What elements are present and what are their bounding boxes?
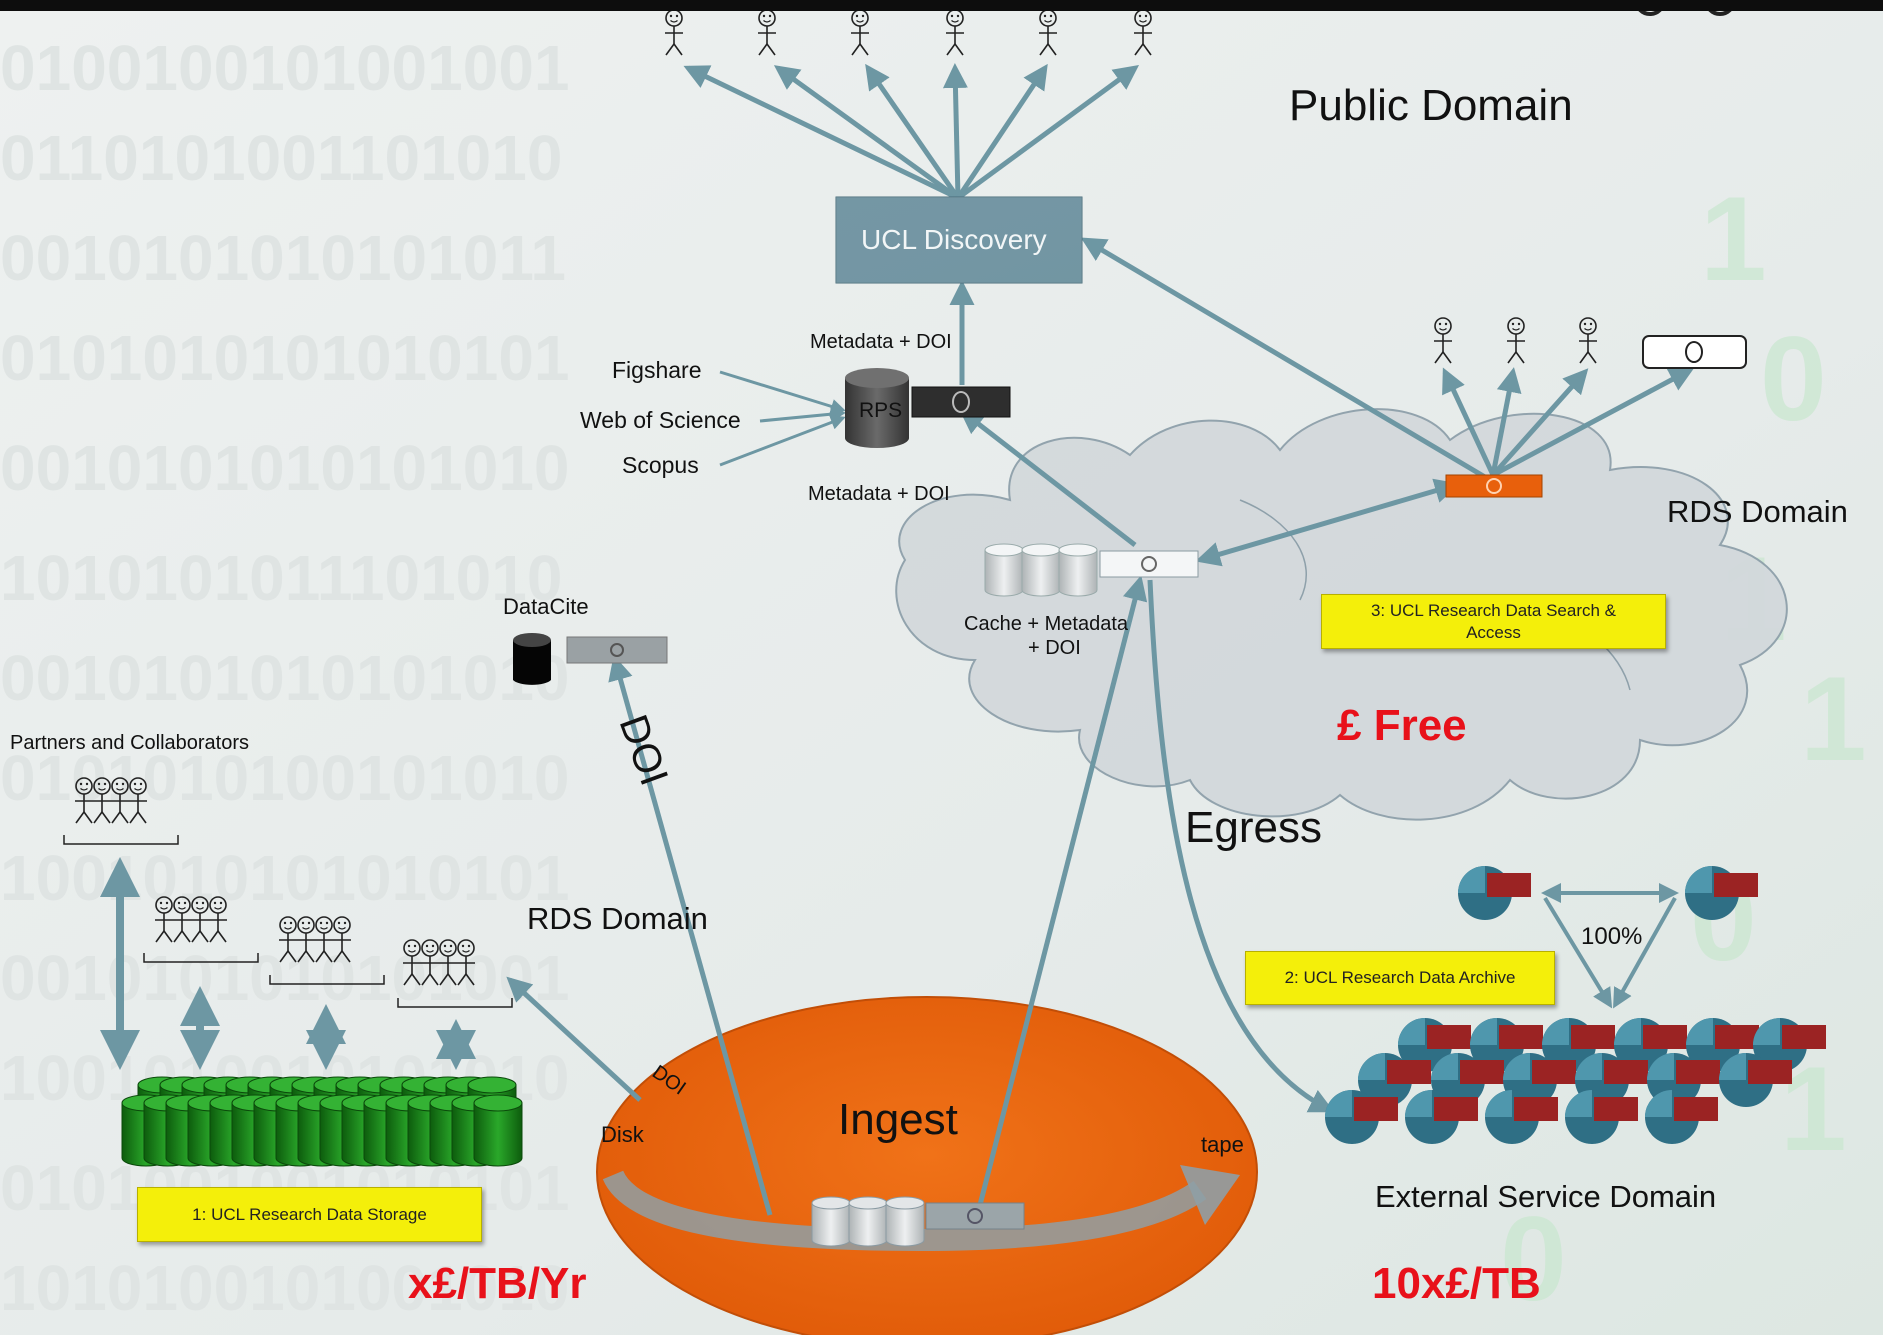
cache-server-node-icon (1099, 550, 1199, 578)
cache-label-line1: Cache + Metadata (964, 613, 1128, 635)
archive-label: 2: UCL Research Data Archive (1284, 968, 1516, 988)
egress-label: Egress (1185, 803, 1322, 852)
storage-label: 1: UCL Research Data Storage (192, 1204, 427, 1224)
rps-database-icon (845, 368, 909, 448)
top-bar (0, 0, 1883, 11)
svg-text:0010101010101010: 0010101010101010 (0, 642, 570, 714)
cache-database-icon (984, 543, 1098, 597)
ingest-server-node-icon (925, 1202, 1025, 1230)
search-access-label-line1: 3: UCL Research Data Search & (1370, 601, 1617, 621)
ucl-discovery-label: UCL Discovery (861, 224, 1047, 255)
figshare-label: Figshare (612, 357, 702, 383)
svg-text:0110101001101010: 0110101001101010 (0, 122, 562, 194)
search-access-terminal-icon (1642, 335, 1747, 369)
storage-access-arrows (100, 857, 476, 1070)
svg-text:0101010101010101: 0101010101010101 (0, 322, 570, 394)
search-access-label-line2: Access (1466, 622, 1521, 642)
scopus-label: Scopus (622, 452, 699, 478)
metadata-doi-top-label: Metadata + DOI (810, 331, 952, 353)
archive-replication-arrows (1541, 883, 1679, 1009)
public-domain-label: Public Domain (1289, 81, 1573, 130)
flow-arrows (506, 63, 1695, 1216)
svg-text:0: 0 (1500, 1192, 1567, 1326)
external-service-domain-label: External Service Domain (1375, 1179, 1717, 1214)
search-access-label-box: 3: UCL Research Data Search & Access (1321, 594, 1666, 649)
ingest-label: Ingest (838, 1095, 958, 1144)
archive-price-label: 10x£/TB (1372, 1259, 1541, 1308)
storage-label-box: 1: UCL Research Data Storage (137, 1187, 482, 1242)
svg-text:0101010100101010: 0101010100101010 (0, 742, 570, 814)
cache-label-line2: + DOI (1028, 637, 1081, 659)
svg-text:0: 0 (1760, 312, 1827, 446)
svg-text:1001010101010101: 1001010101010101 (0, 842, 570, 914)
free-price-label: £ Free (1337, 701, 1467, 750)
archive-label-box: 2: UCL Research Data Archive (1245, 951, 1555, 1005)
rds-domain-center-label: RDS Domain (527, 901, 708, 936)
rps-server-node-icon (911, 386, 1011, 418)
rps-label: RPS (859, 399, 903, 422)
partners-label: Partners and Collaborators (10, 732, 250, 754)
tape-label: tape (1201, 1132, 1244, 1157)
disk-label: Disk (601, 1122, 644, 1147)
svg-text:1010101011101010: 1010101011101010 (0, 542, 562, 614)
svg-text:1: 1 (1800, 652, 1867, 786)
hundred-percent-label: 100% (1581, 923, 1643, 950)
svg-text:0010101010101001: 0010101010101001 (0, 942, 570, 1014)
svg-text:1010100101001010: 1010100101001010 (0, 1252, 570, 1324)
rds-domain-cloud-label: RDS Domain (1667, 494, 1848, 529)
metadata-doi-bottom-label: Metadata + DOI (808, 483, 950, 505)
svg-text:0010101010101011: 0010101010101011 (0, 222, 566, 294)
storage-price-label: x£/TB/Yr (408, 1259, 587, 1308)
partner-user-groups (63, 778, 513, 1008)
search-access-server-node-icon (1445, 474, 1543, 498)
svg-text:0100100101001001: 0100100101001001 (0, 32, 570, 104)
web-of-science-label: Web of Science (580, 407, 741, 433)
datacite-server-node-icon (566, 636, 668, 664)
datacite-label: DataCite (503, 594, 589, 619)
svg-text:0010101010101010: 0010101010101010 (0, 432, 570, 504)
svg-text:1: 1 (1700, 172, 1767, 306)
datacite-database-icon (513, 633, 551, 685)
storage-disk-array (121, 1076, 523, 1167)
ingest-ellipse (596, 996, 1258, 1335)
storage-disk-cylinder (473, 1094, 523, 1167)
ingest-database-icon (811, 1196, 925, 1247)
